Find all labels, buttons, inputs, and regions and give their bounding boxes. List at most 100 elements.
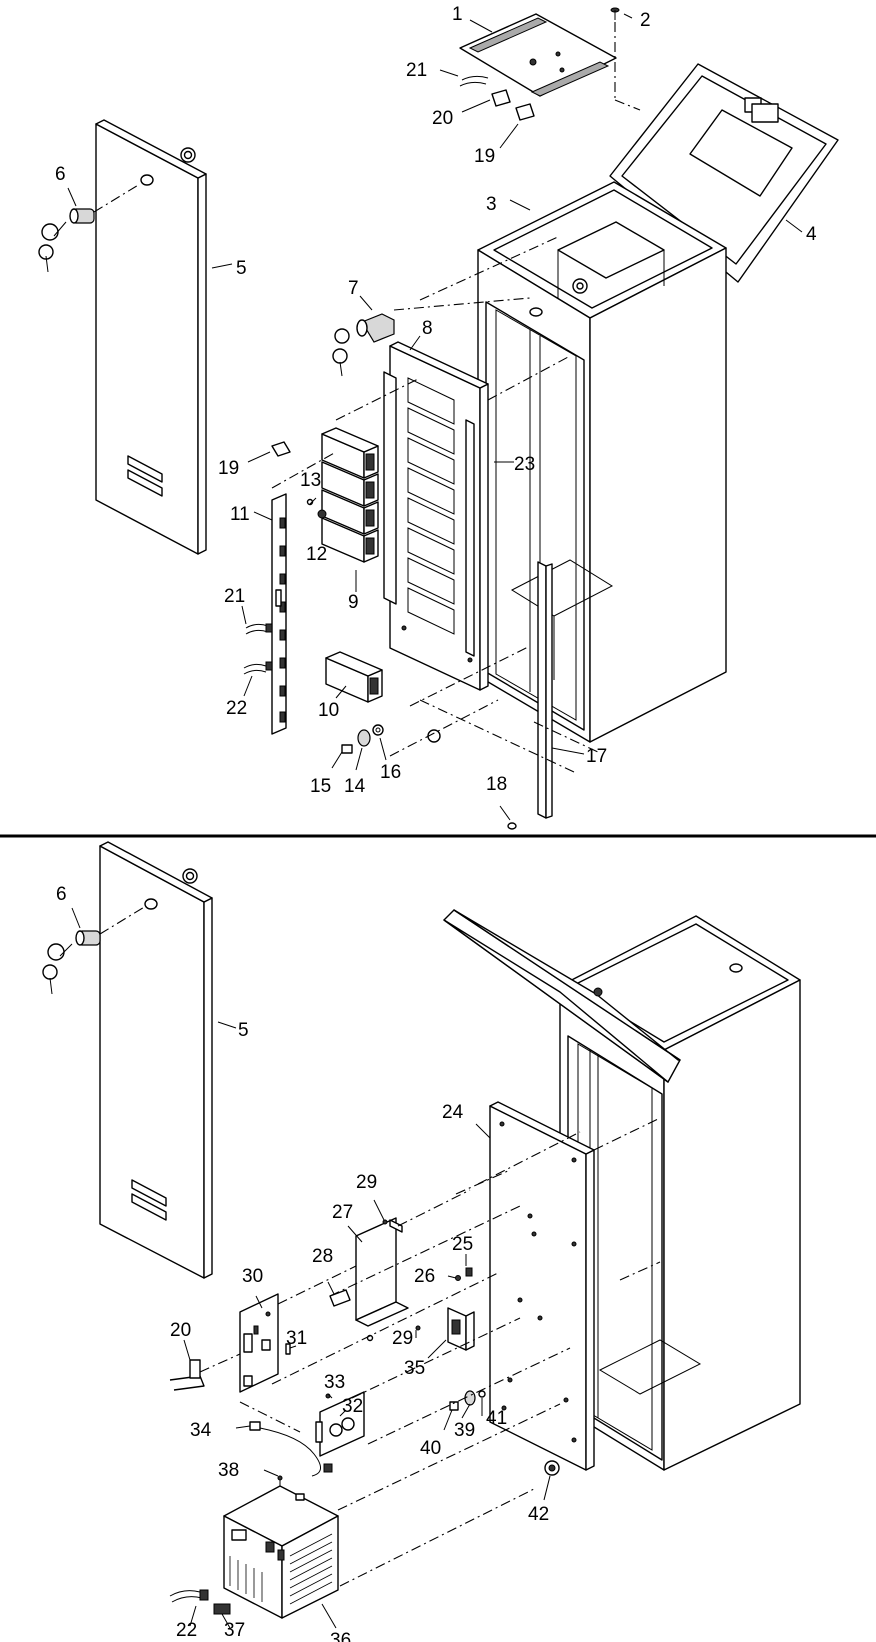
callout-20-bottom: 20 <box>170 1320 191 1341</box>
part-32-relay-board <box>315 1391 365 1457</box>
vent-grille <box>229 1533 333 1605</box>
callout-3: 3 <box>486 194 497 215</box>
part-22-cable-bottom <box>169 1589 209 1603</box>
callout-17: 17 <box>586 746 607 767</box>
part-15-screw <box>341 744 353 754</box>
part-6-lock-bottom <box>42 905 147 995</box>
leaders-bottom <box>71 907 551 1629</box>
part-36-power-supply <box>223 1485 339 1619</box>
callouts-bottom: 6 5 24 29 27 25 26 28 30 29 35 20 31 33 … <box>56 884 549 1642</box>
callout-22-mid: 22 <box>226 698 247 719</box>
part-39-bushing <box>464 1390 476 1406</box>
part-41-nut <box>478 1390 486 1398</box>
callout-32: 32 <box>342 1396 363 1417</box>
part-5-door <box>95 119 207 555</box>
callouts-top: 1 2 21 20 19 3 4 6 5 7 8 23 19 13 11 12 … <box>55 4 817 797</box>
part-6-lock-top <box>38 183 141 273</box>
part-9-modules <box>321 427 379 563</box>
part-18-screw <box>507 822 517 830</box>
callout-6: 6 <box>55 164 66 185</box>
panel-holes <box>499 1121 577 1443</box>
callout-33: 33 <box>324 1372 345 1393</box>
callout-29-a: 29 <box>356 1172 377 1193</box>
assembly-lines-bottom <box>199 1117 661 1587</box>
callout-5: 5 <box>236 258 247 279</box>
callout-4: 4 <box>806 224 817 245</box>
part-19-clip-mid <box>271 441 291 457</box>
callout-41: 41 <box>486 1408 507 1429</box>
part-42-nut <box>544 1460 560 1476</box>
callout-13: 13 <box>300 470 321 491</box>
callout-26: 26 <box>414 1266 435 1287</box>
part-24-panel <box>489 1101 595 1471</box>
part-20-cable-bottom <box>169 1359 205 1391</box>
callout-29-b: 29 <box>392 1328 413 1349</box>
part-2-screw <box>610 7 641 111</box>
callout-16: 16 <box>380 762 401 783</box>
part-28-clip <box>329 1289 351 1307</box>
callout-6-bottom: 6 <box>56 884 67 905</box>
callout-23: 23 <box>514 454 535 475</box>
callout-1: 1 <box>452 4 463 25</box>
part-10-module <box>325 651 383 703</box>
callout-28: 28 <box>312 1246 333 1267</box>
callout-31: 31 <box>286 1328 307 1349</box>
callout-5-bottom: 5 <box>238 1020 249 1041</box>
part-16-nut <box>372 724 384 736</box>
part-19-clip-top <box>515 103 535 121</box>
part-30-pcb <box>239 1293 279 1393</box>
callout-35: 35 <box>404 1358 425 1379</box>
callout-12: 12 <box>306 544 327 565</box>
part-14-bushing <box>357 729 371 747</box>
part-17-rail <box>537 561 553 819</box>
part-5-door-bottom <box>99 841 213 1279</box>
callout-40: 40 <box>420 1438 441 1459</box>
part-21-cable-top <box>459 75 489 87</box>
part-26-screw <box>455 1275 461 1281</box>
callout-25: 25 <box>452 1234 473 1255</box>
callout-38: 38 <box>218 1460 239 1481</box>
part-29-screws <box>366 1219 421 1342</box>
callout-36: 36 <box>330 1630 351 1642</box>
callout-10: 10 <box>318 700 339 721</box>
part-31-fuse <box>285 1343 291 1355</box>
callout-24: 24 <box>442 1102 464 1123</box>
lid-bottom <box>443 909 681 1083</box>
part-40-screw <box>449 1401 459 1411</box>
callout-42: 42 <box>528 1504 549 1525</box>
callout-39: 39 <box>454 1420 475 1441</box>
pcb-connectors <box>275 517 286 723</box>
callout-21-mid: 21 <box>224 586 245 607</box>
part-11-pcb <box>271 493 287 735</box>
part-8-panel <box>383 341 489 691</box>
part-27-bracket <box>355 1217 409 1327</box>
callout-30: 30 <box>242 1266 263 1287</box>
callout-8: 8 <box>422 318 433 339</box>
callout-18: 18 <box>486 774 507 795</box>
part-20-bracket <box>491 89 511 107</box>
part-22-cable-mid <box>243 661 273 675</box>
part-12-nut <box>317 509 327 519</box>
callout-21: 21 <box>406 60 427 81</box>
callout-15: 15 <box>310 776 331 797</box>
part-21-cable-mid <box>245 623 273 635</box>
callout-37: 37 <box>224 1620 245 1641</box>
callout-19: 19 <box>474 146 495 167</box>
part-3-cabinet <box>477 181 727 743</box>
part-7-lock <box>332 297 531 377</box>
callout-22-bottom: 22 <box>176 1620 197 1641</box>
part-25-terminal <box>465 1267 473 1277</box>
callout-19-mid: 19 <box>218 458 239 479</box>
part-4-lid <box>609 63 839 283</box>
part-1-top-plate <box>459 13 617 97</box>
callout-9: 9 <box>348 592 359 613</box>
top-assembly: 1 2 21 20 19 3 4 6 5 7 8 23 19 13 11 12 … <box>38 4 839 830</box>
callout-34: 34 <box>190 1420 212 1441</box>
part-37-connector <box>213 1603 231 1615</box>
bottom-assembly: 6 5 24 29 27 25 26 28 30 29 35 20 31 33 … <box>42 841 801 1642</box>
callout-2: 2 <box>640 10 651 31</box>
callout-20: 20 <box>432 108 453 129</box>
callout-7: 7 <box>348 278 359 299</box>
callout-14: 14 <box>344 776 366 797</box>
